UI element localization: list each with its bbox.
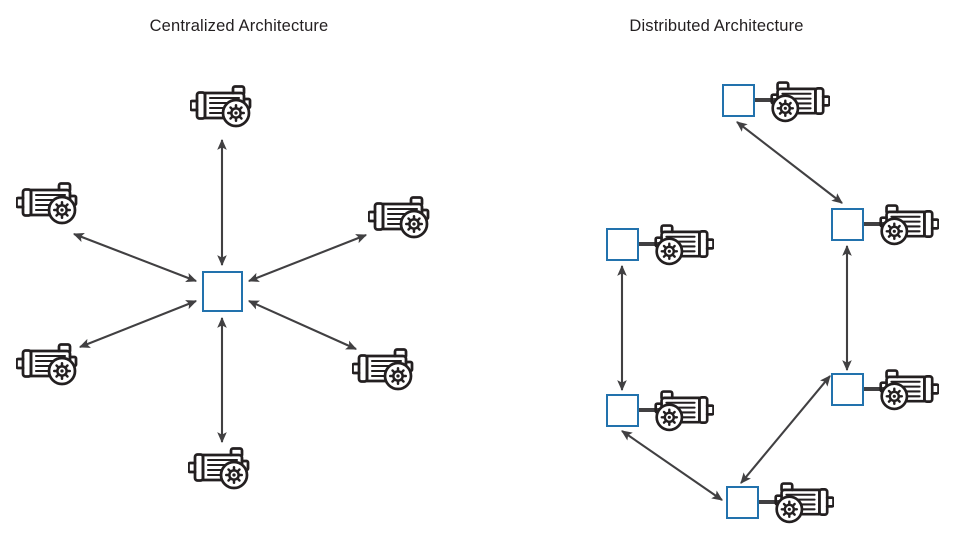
- controller-node-left-lower[interactable]: [606, 394, 639, 427]
- motor-top: [190, 82, 260, 130]
- motor-node-right-upper: [871, 201, 939, 248]
- controller-node-right-upper[interactable]: [831, 208, 864, 241]
- motor-bottom: [188, 444, 258, 492]
- electric-motor-icon: [871, 201, 939, 248]
- controller-node-top[interactable]: [722, 84, 755, 117]
- motor-node-left-upper: [646, 221, 714, 268]
- controller-node-right-lower[interactable]: [831, 373, 864, 406]
- motor-lower-left: [16, 340, 86, 388]
- central-controller-node[interactable]: [202, 271, 243, 312]
- controller-node-left-upper[interactable]: [606, 228, 639, 261]
- electric-motor-icon: [871, 366, 939, 413]
- electric-motor-icon: [646, 221, 714, 268]
- page-title-centralized: Centralized Architecture: [149, 17, 329, 35]
- motor-node-left-lower: [646, 387, 714, 434]
- motor-lower-right: [352, 345, 422, 393]
- electric-motor-icon: [16, 179, 86, 227]
- panel-centralized-architecture: Centralized Architecture: [149, 17, 329, 35]
- motor-node-bottom: [766, 479, 834, 526]
- page-title-distributed: Distributed Architecture: [629, 17, 804, 35]
- electric-motor-icon: [16, 340, 86, 388]
- motor-upper-right: [368, 193, 438, 241]
- electric-motor-icon: [190, 82, 260, 130]
- electric-motor-icon: [188, 444, 258, 492]
- electric-motor-icon: [646, 387, 714, 434]
- motor-node-top: [762, 78, 830, 125]
- motor-node-right-lower: [871, 366, 939, 413]
- electric-motor-icon: [762, 78, 830, 125]
- controller-node-bottom[interactable]: [726, 486, 759, 519]
- motor-upper-left: [16, 179, 86, 227]
- electric-motor-icon: [766, 479, 834, 526]
- electric-motor-icon: [352, 345, 422, 393]
- electric-motor-icon: [368, 193, 438, 241]
- panel-distributed-architecture: Distributed Architecture: [478, 0, 955, 539]
